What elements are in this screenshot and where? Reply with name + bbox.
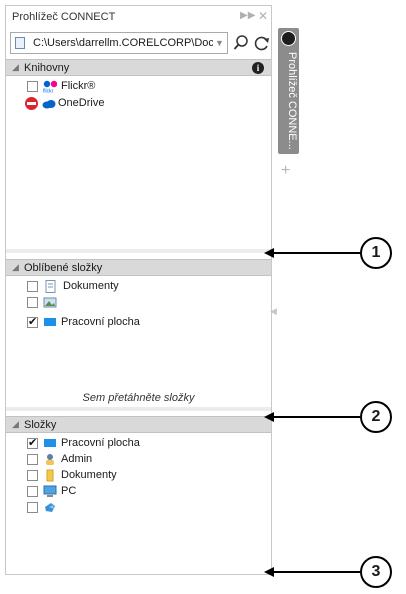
blocked-icon: [25, 97, 38, 110]
checkbox[interactable]: [27, 454, 38, 465]
close-icon[interactable]: ✕: [258, 9, 269, 23]
network-icon: [43, 501, 57, 514]
callout-arrowhead: [264, 567, 274, 577]
favorites-header-label: Oblíbené složky: [24, 262, 103, 274]
callout-2: 2: [360, 401, 392, 433]
folders-header-label: Složky: [24, 419, 57, 431]
callout-arrowhead: [264, 412, 274, 422]
checkbox[interactable]: [27, 470, 38, 481]
callout-line: [272, 252, 360, 254]
callout-line: [272, 571, 360, 573]
collapse-docker-icon[interactable]: ▶▶: [240, 10, 256, 21]
splitter[interactable]: [6, 249, 271, 253]
document-icon: [15, 37, 25, 49]
path-value: C:\Users\darrellm.CORELCORP\Doc: [33, 37, 213, 49]
checkbox[interactable]: [27, 315, 38, 328]
favorites-list: Dokumenty Pracovní plocha Sem přetáhněte…: [6, 276, 271, 407]
user-folder-icon: [43, 453, 57, 466]
computer-icon: [43, 485, 57, 498]
flickr-icon: flickr: [43, 80, 58, 95]
checkbox[interactable]: [27, 281, 38, 292]
collapse-arrow-icon[interactable]: ◀: [270, 306, 277, 316]
search-button[interactable]: [232, 33, 250, 53]
libraries-header-label: Knihovny: [24, 62, 70, 74]
list-item-label: PC: [61, 485, 77, 497]
list-item-label: Pracovní plocha: [61, 437, 140, 449]
chevron-down-icon[interactable]: ▼: [215, 38, 224, 48]
path-combobox[interactable]: C:\Users\darrellm.CORELCORP\Doc ▼: [10, 32, 228, 54]
callout-1: 1: [360, 237, 392, 269]
connect-icon: [281, 31, 296, 46]
image-folder-icon: [43, 296, 57, 309]
checkbox[interactable]: [27, 502, 38, 513]
refresh-button[interactable]: [253, 33, 271, 53]
libraries-list: flickr Flickr® OneDrive: [6, 76, 271, 248]
docker-title: Prohlížeč CONNECT: [12, 11, 116, 23]
checkbox[interactable]: [27, 436, 38, 449]
onedrive-icon: [42, 97, 56, 110]
libraries-header[interactable]: ◢ Knihovny i: [6, 59, 271, 76]
list-item-label: Admin: [61, 453, 93, 465]
add-docker-button[interactable]: +: [281, 162, 291, 179]
checkbox[interactable]: [27, 486, 38, 497]
folders-list: Pracovní plocha Admin Dokumenty PC: [6, 433, 271, 568]
favorites-header[interactable]: ◢ Oblíbené složky: [6, 259, 271, 276]
connect-docker: Prohlížeč CONNECT ▶▶ ✕ C:\Users\darrellm…: [5, 5, 272, 575]
collapse-triangle-icon[interactable]: ◢: [12, 262, 19, 272]
callout-3: 3: [360, 556, 392, 588]
checkbox[interactable]: [27, 297, 38, 308]
list-item-label: OneDrive: [58, 97, 105, 109]
collapse-triangle-icon[interactable]: ◢: [12, 62, 19, 72]
side-tab-label: Prohlížeč CONNE...: [286, 52, 298, 150]
checkbox[interactable]: [27, 81, 38, 92]
folder-icon: [43, 469, 57, 482]
list-item-label: Flickr®: [61, 80, 96, 92]
callout-line: [272, 416, 360, 418]
desktop-icon: [43, 437, 57, 450]
svg-text:flickr: flickr: [43, 89, 54, 94]
info-icon[interactable]: i: [252, 62, 264, 74]
docker-titlebar: Prohlížeč CONNECT ▶▶ ✕: [6, 6, 271, 28]
search-icon: [233, 35, 248, 50]
splitter[interactable]: [6, 407, 271, 411]
list-item-label: Pracovní plocha: [61, 316, 140, 328]
collapse-triangle-icon[interactable]: ◢: [12, 419, 19, 429]
folders-header[interactable]: ◢ Složky: [6, 416, 271, 433]
callout-arrowhead: [264, 248, 274, 258]
list-item-label: Dokumenty: [63, 280, 119, 292]
refresh-icon: [254, 36, 269, 51]
list-item-label: Dokumenty: [61, 469, 117, 481]
docker-side-tab[interactable]: [278, 28, 299, 154]
desktop-icon: [43, 316, 57, 329]
drop-hint: Sem přetáhněte složky: [82, 392, 195, 404]
document-icon: [43, 280, 57, 293]
